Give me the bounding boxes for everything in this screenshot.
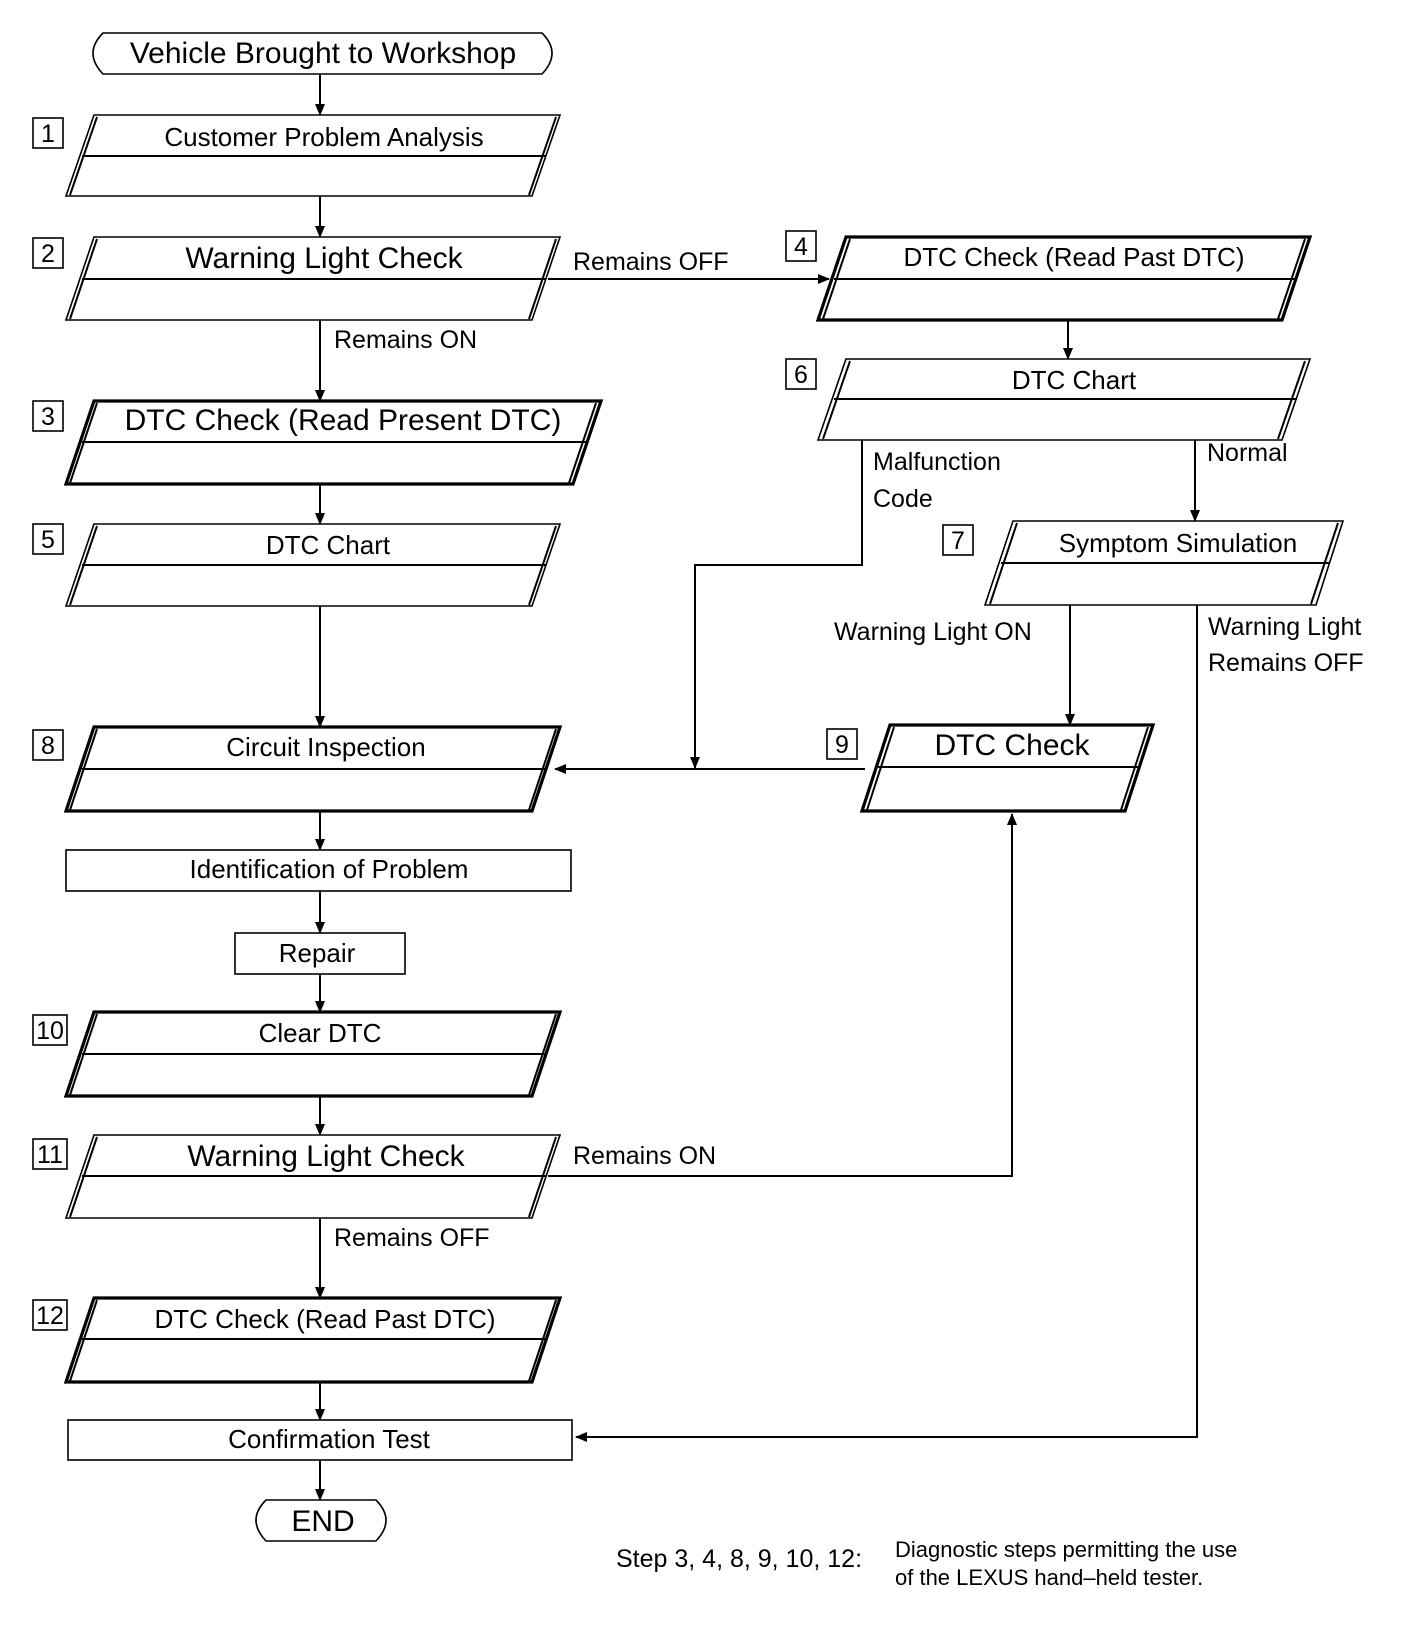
step-number-10: 10	[32, 1014, 68, 1046]
step-number-text: 4	[794, 233, 808, 261]
step-2-remains-on-label: Remains ON	[334, 326, 477, 354]
step-8-label: Circuit Inspection	[226, 732, 425, 762]
step-number-text: 1	[41, 120, 55, 148]
step-number-1: 1	[32, 117, 64, 149]
step-6-malfunction-label-line2: Code	[873, 485, 933, 513]
step-7-warning-on-label: Warning Light ON	[834, 618, 1032, 646]
step-6: 6 DTC Chart	[785, 358, 1312, 441]
end-terminal-label: END	[291, 1505, 354, 1538]
step-number-box	[942, 524, 974, 556]
arrow-s11-to-s9	[548, 813, 1017, 1177]
step-number-box	[785, 358, 817, 390]
step-9-inner-edge-right	[1120, 726, 1149, 811]
step-9-inner-edge-left	[866, 726, 895, 811]
step-11-remains-off-label: Remains OFF	[334, 1224, 490, 1252]
step-9: 9 DTC Check	[826, 723, 1156, 813]
step-12-label: DTC Check (Read Past DTC)	[155, 1304, 496, 1334]
step-number-6: 6	[785, 358, 817, 390]
step-number-box	[785, 230, 817, 262]
step-number-2: 2	[32, 237, 64, 269]
step-number-text: 7	[951, 527, 965, 555]
step-number-9: 9	[826, 728, 858, 760]
step-8: 8 Circuit Inspection	[32, 725, 563, 813]
step-5: 5 DTC Chart	[32, 523, 562, 607]
step-4-label: DTC Check (Read Past DTC)	[904, 242, 1245, 272]
step-2-remains-off-label: Remains OFF	[573, 248, 729, 276]
step-9-label: DTC Check	[934, 729, 1090, 762]
step-7: 7 Symptom Simulation	[942, 520, 1345, 606]
repair-box: Repair	[234, 932, 406, 975]
step-number-text: 9	[835, 731, 849, 759]
step-2: 2 Warning Light Check	[32, 236, 562, 321]
step-10-label: Clear DTC	[259, 1018, 382, 1048]
footnote-step-list: Step 3, 4, 8, 9, 10, 12:	[616, 1545, 862, 1573]
repair-box-shape	[234, 932, 406, 975]
arrow-s7-to-confirmation	[575, 605, 1198, 1442]
footnote: Step 3, 4, 8, 9, 10, 12: Diagnostic step…	[616, 1537, 1237, 1590]
step-7-warning-off-label-line2: Remains OFF	[1208, 649, 1364, 677]
step-7-warning-off-label-line1: Warning Light	[1208, 613, 1361, 641]
end-terminal-shape	[255, 1499, 387, 1542]
step-number-text: 12	[36, 1302, 64, 1330]
step-number-12: 12	[32, 1299, 68, 1331]
step-3-label: DTC Check (Read Present DTC)	[125, 404, 562, 437]
step-number-4: 4	[785, 230, 817, 262]
identification-label: Identification of Problem	[190, 854, 469, 884]
step-3: 3 DTC Check (Read Present DTC)	[32, 399, 604, 486]
step-number-text: 6	[794, 361, 808, 389]
footnote-line-2: of the LEXUS hand–held tester.	[895, 1565, 1203, 1590]
step-12-inner-edge-left	[69, 1299, 98, 1382]
step-number-box	[826, 728, 858, 760]
step-number-box	[32, 1138, 68, 1170]
step-number-box	[32, 237, 64, 269]
step-number-11: 11	[32, 1138, 68, 1170]
step-number-3: 3	[32, 400, 64, 432]
step-1: 1 Customer Problem Analysis	[32, 114, 562, 197]
step-number-text: 3	[41, 403, 55, 431]
step-number-box	[32, 117, 64, 149]
step-number-text: 5	[41, 526, 55, 554]
step-number-text: 8	[41, 732, 55, 760]
arrow-s6-malfunction-to-s8	[690, 440, 863, 769]
step-number-box	[32, 1299, 68, 1331]
step-11-label: Warning Light Check	[187, 1140, 465, 1173]
step-2-label: Warning Light Check	[185, 242, 463, 275]
start-terminal-label: Vehicle Brought to Workshop	[130, 37, 516, 70]
start-terminal: Vehicle Brought to Workshop	[92, 32, 553, 75]
step-6-malfunction-label-line1: Malfunction	[873, 448, 1001, 476]
footnote-line-1: Diagnostic steps permitting the use	[895, 1537, 1237, 1562]
step-12: 12 DTC Check (Read Past DTC)	[32, 1296, 563, 1384]
step-number-box	[32, 523, 64, 555]
identification-box-shape	[65, 849, 572, 892]
step-number-box	[32, 1014, 68, 1046]
step-number-7: 7	[942, 524, 974, 556]
step-number-box	[32, 400, 64, 432]
step-11: 11 Warning Light Check	[32, 1134, 562, 1219]
start-terminal-shape	[92, 32, 553, 75]
step-number-text: 10	[36, 1017, 64, 1045]
identification-of-problem-box: Identification of Problem	[65, 849, 572, 892]
step-6-normal-label: Normal	[1207, 439, 1288, 467]
connectors	[315, 72, 1200, 1501]
step-7-label: Symptom Simulation	[1059, 528, 1297, 558]
step-5-label: DTC Chart	[266, 530, 391, 560]
step-1-label: Customer Problem Analysis	[164, 122, 483, 152]
step-11-remains-on-label: Remains ON	[573, 1142, 716, 1170]
step-number-text: 2	[41, 240, 55, 268]
confirmation-box-shape	[67, 1419, 573, 1461]
step-number-box	[32, 729, 64, 761]
confirmation-label: Confirmation Test	[228, 1424, 431, 1454]
confirmation-test-box: Confirmation Test	[67, 1419, 573, 1461]
step-4: 4 DTC Check (Read Past DTC)	[785, 230, 1313, 322]
step-number-text: 11	[37, 1141, 63, 1169]
step-12-inner-edge-right	[528, 1299, 557, 1382]
step-10: 10 Clear DTC	[32, 1010, 563, 1098]
step-6-label: DTC Chart	[1012, 365, 1137, 395]
end-terminal: END	[255, 1499, 387, 1542]
step-number-8: 8	[32, 729, 64, 761]
step-number-5: 5	[32, 523, 64, 555]
repair-label: Repair	[279, 938, 356, 968]
